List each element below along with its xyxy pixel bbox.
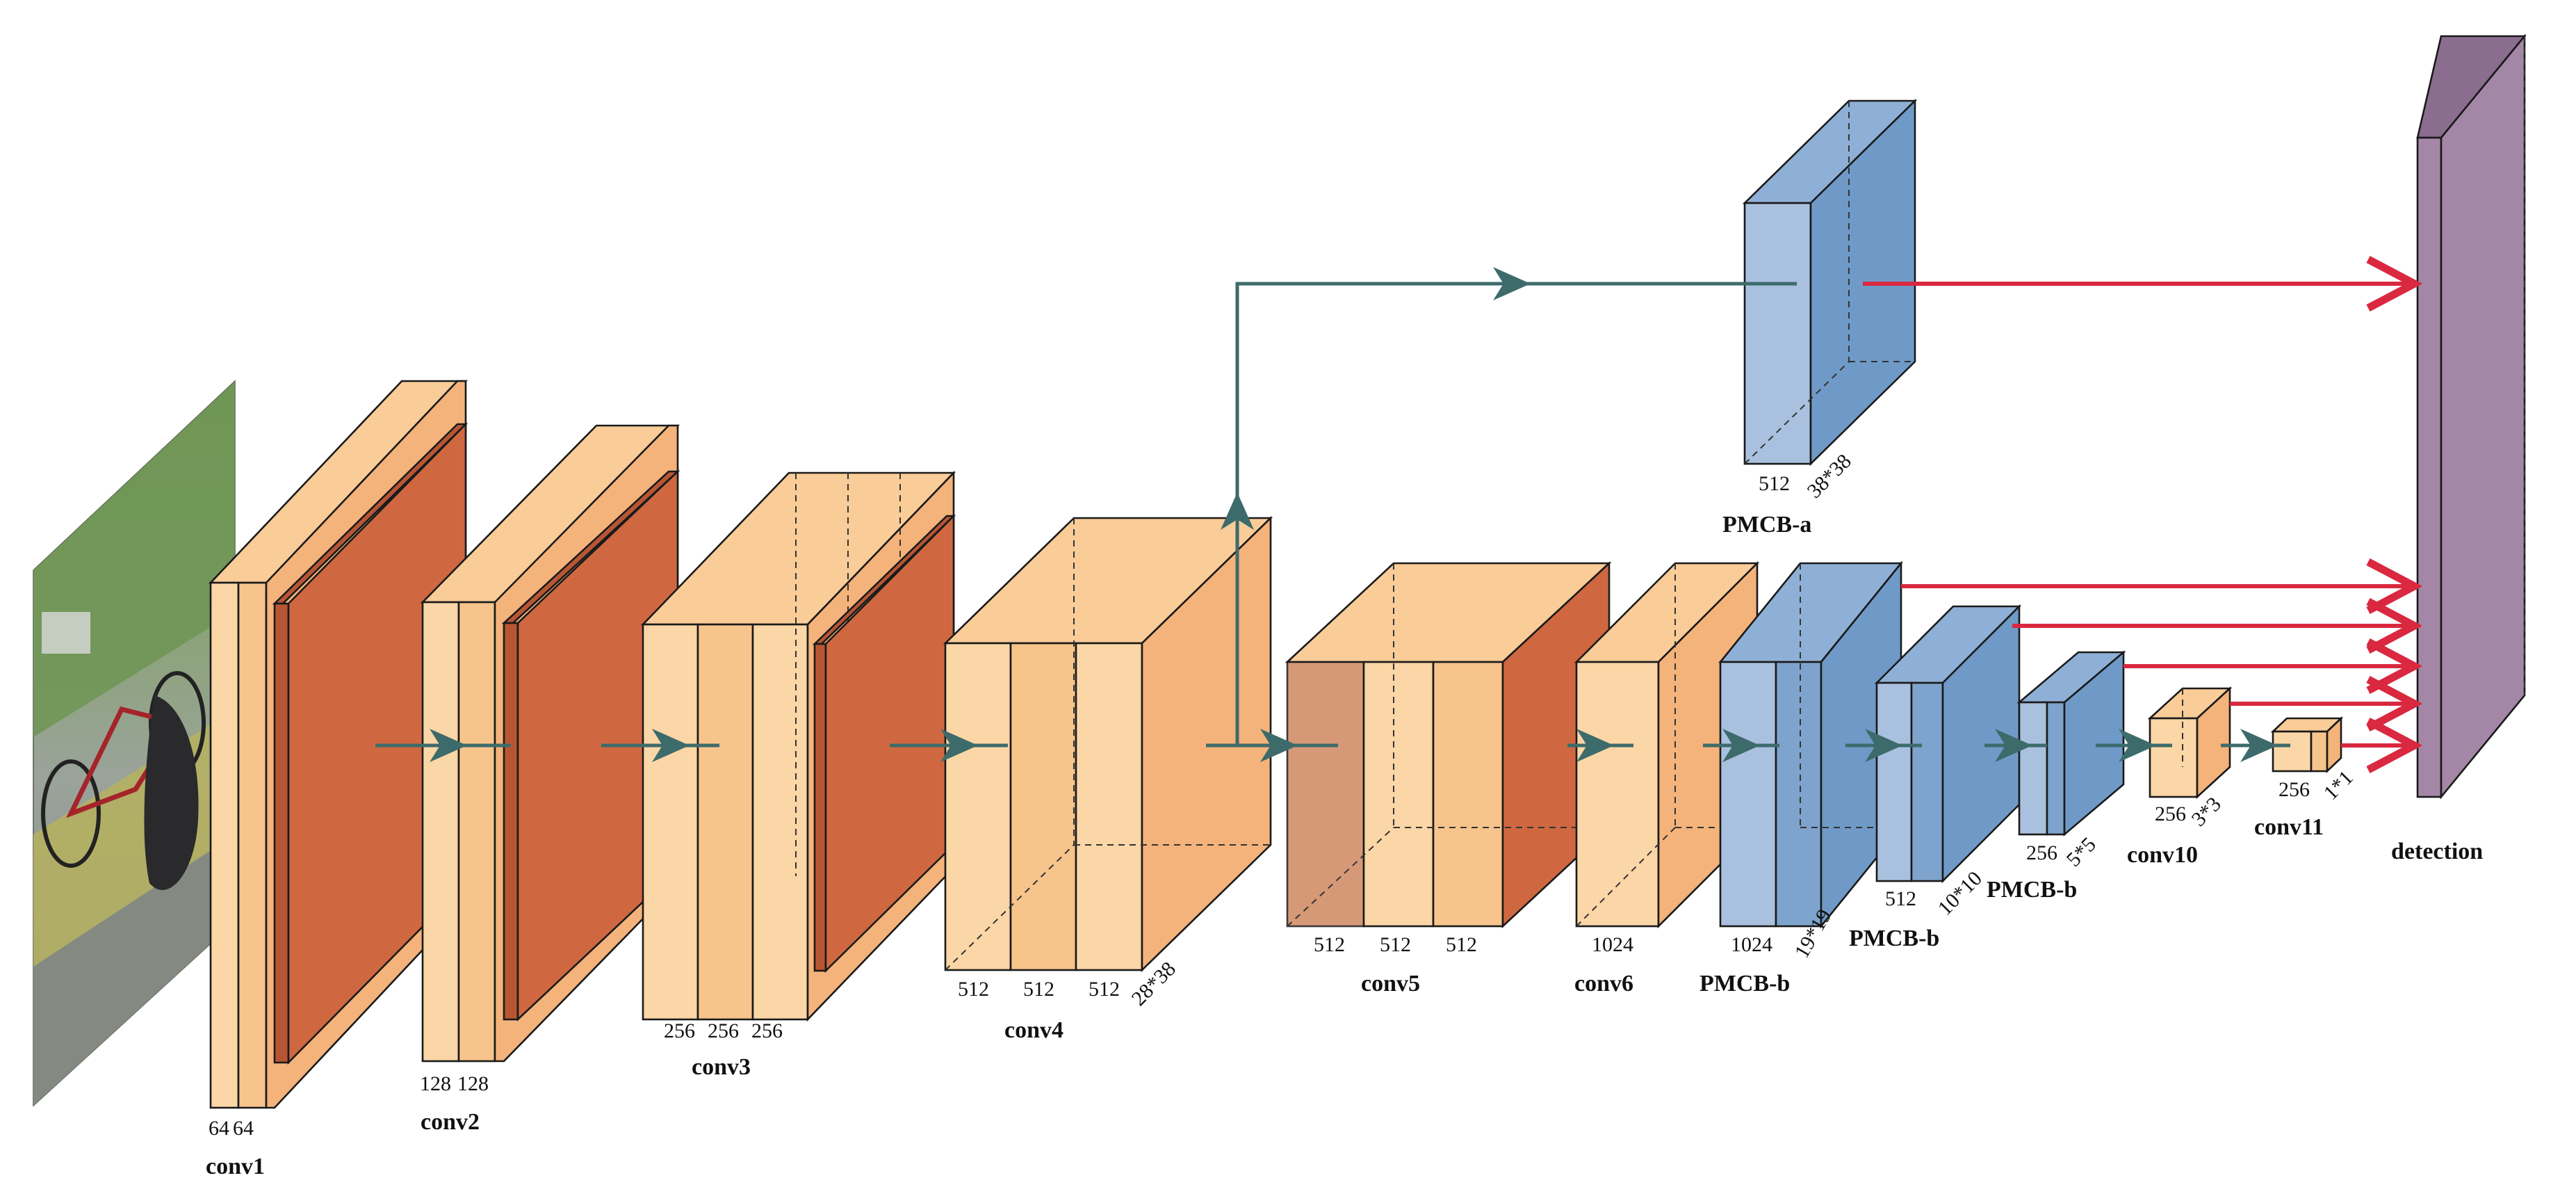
conv3-label: conv3 (692, 1054, 751, 1080)
conv4-dim-3: 512 (1089, 978, 1120, 1001)
conv3-block (640, 470, 956, 1022)
conv3-dim-2: 256 (708, 1019, 739, 1042)
pmcb-b1-label: PMCB-b (1699, 971, 1790, 996)
conv2-dim-2: 128 (457, 1072, 489, 1095)
detection-block (2416, 33, 2527, 800)
pmcb-b2-dim: 512 (1885, 887, 1916, 910)
conv4-dim-2: 512 (1023, 978, 1054, 1001)
conv2-dim-1: 128 (420, 1072, 451, 1095)
conv11-dim: 256 (2279, 778, 2310, 801)
pmcb-b2-label: PMCB-b (1849, 926, 1939, 951)
conv6-dim: 1024 (1592, 933, 1633, 956)
conv10-label: conv10 (2127, 842, 2198, 868)
conv2-block (420, 424, 680, 1063)
conv5-dim-1: 512 (1314, 933, 1345, 956)
conv1-dim-2: 64 (233, 1117, 254, 1140)
conv5-dim-3: 512 (1446, 933, 1477, 956)
conv6-label: conv6 (1574, 971, 1633, 996)
pmcb-a-dim: 512 (1759, 472, 1790, 495)
pmcb-b3-dim: 256 (2026, 841, 2057, 864)
main-flow-arrows (375, 267, 2290, 762)
conv3-dim-1: 256 (664, 1019, 695, 1042)
pmcb-b2-block (1874, 604, 2022, 884)
detection-arrows (1863, 284, 2412, 745)
conv11-label: conv11 (2254, 814, 2324, 840)
conv4-label: conv4 (1004, 1017, 1063, 1043)
pmcb-a-label: PMCB-a (1722, 512, 1811, 538)
conv11-block (2270, 716, 2344, 774)
conv1-dim-1: 64 (209, 1117, 229, 1140)
pmcb-b1-dim: 1024 (1731, 933, 1772, 956)
detection-label: detection (2391, 839, 2483, 864)
conv4-dim-1: 512 (958, 978, 989, 1001)
conv5-dim-2: 512 (1380, 933, 1411, 956)
conv10-dim: 256 (2155, 802, 2186, 825)
conv5-block (1285, 561, 1612, 928)
conv2-label: conv2 (421, 1109, 480, 1135)
conv3-dim-3: 256 (751, 1019, 783, 1042)
conv10-size: 3*3 (2187, 793, 2226, 831)
pmcb-b3-block (2016, 650, 2126, 837)
conv1-label: conv1 (206, 1154, 265, 1179)
conv5-label: conv5 (1361, 971, 1420, 996)
pmcb-b3-label: PMCB-b (1987, 877, 2077, 903)
conv10-block (2147, 686, 2233, 799)
conv1-block (208, 380, 468, 1109)
input-image (33, 380, 236, 1107)
pmcb-b3-size: 5*5 (2062, 833, 2101, 871)
